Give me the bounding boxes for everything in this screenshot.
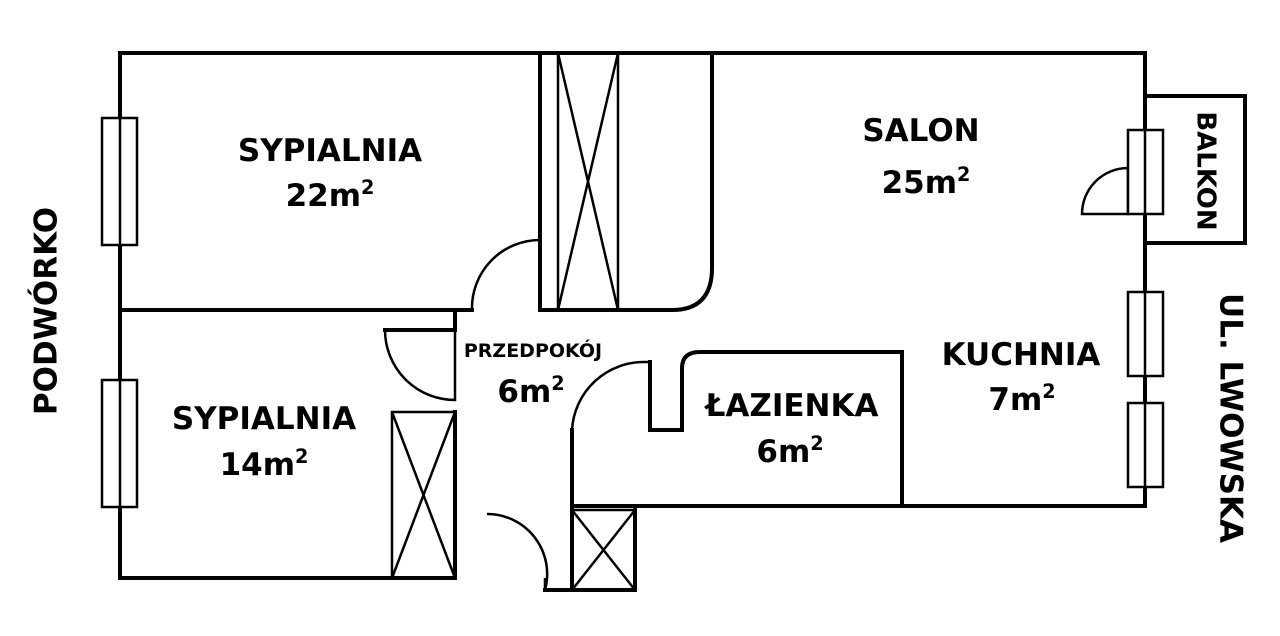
room-name-przedpokoj: PRZEDPOKÓJ <box>464 338 602 362</box>
shaft-bottom <box>570 508 637 592</box>
area-sup: 2 <box>957 163 970 186</box>
room-labels: SYPIALNIA 22m2 SALON 25m2 PRZEDPOKÓJ 6m2… <box>172 113 1101 483</box>
area-value: 14m <box>220 447 295 483</box>
door-entrance[interactable] <box>486 512 549 591</box>
room-area-sypialnia-large: 22m2 <box>286 176 375 214</box>
wall-hall-top-curve <box>616 51 714 312</box>
door-bedroom-large[interactable] <box>470 238 542 311</box>
side-labels: PODWÓRKO UL. LWOWSKA <box>28 207 1249 543</box>
shaft-left-cross <box>390 411 457 579</box>
area-sup: 2 <box>810 432 823 455</box>
room-area-sypialnia-small: 14m2 <box>220 445 309 483</box>
room-area-kuchnia: 7m2 <box>988 380 1055 418</box>
shaft-left <box>390 410 457 580</box>
area-value: 6m <box>497 374 551 410</box>
podworko-label: PODWÓRKO <box>28 207 65 415</box>
room-name-salon: SALON <box>862 113 979 149</box>
shaft-top <box>556 51 620 312</box>
area-value: 7m <box>988 382 1042 418</box>
area-value: 25m <box>882 165 957 201</box>
room-name-kuchnia: KUCHNIA <box>942 337 1101 373</box>
balcony-outline <box>1143 94 1247 245</box>
door-bedroom-small[interactable] <box>383 329 457 402</box>
wall-bathroom-notch <box>648 350 904 508</box>
windows <box>100 116 1165 509</box>
area-sup: 2 <box>1042 380 1055 403</box>
area-sup: 2 <box>295 445 308 468</box>
room-name-lazienka: ŁAZIENKA <box>703 388 878 424</box>
room-area-salon: 25m2 <box>882 163 971 201</box>
shaft-bottom-cross <box>571 509 636 591</box>
outer-wall-bottom-mid <box>543 504 637 592</box>
shafts <box>390 51 637 592</box>
area-value: 6m <box>756 434 810 470</box>
room-area-przedpokoj: 6m2 <box>497 372 564 410</box>
wall-shaft-left <box>538 51 620 312</box>
room-area-lazienka: 6m2 <box>756 432 823 470</box>
balcony: BALKON <box>1143 94 1247 245</box>
area-value: 22m <box>286 178 361 214</box>
doors <box>383 166 1130 591</box>
street-label: UL. LWOWSKA <box>1213 293 1249 543</box>
area-sup: 2 <box>361 176 374 199</box>
door-balcony[interactable] <box>1080 166 1130 216</box>
room-name-sypialnia-large: SYPIALNIA <box>238 133 422 169</box>
area-sup: 2 <box>551 372 564 395</box>
balkon-label: BALKON <box>1191 111 1221 230</box>
room-name-sypialnia-small: SYPIALNIA <box>172 401 356 437</box>
door-bathroom[interactable] <box>570 360 650 431</box>
shaft-top-cross <box>556 52 620 311</box>
